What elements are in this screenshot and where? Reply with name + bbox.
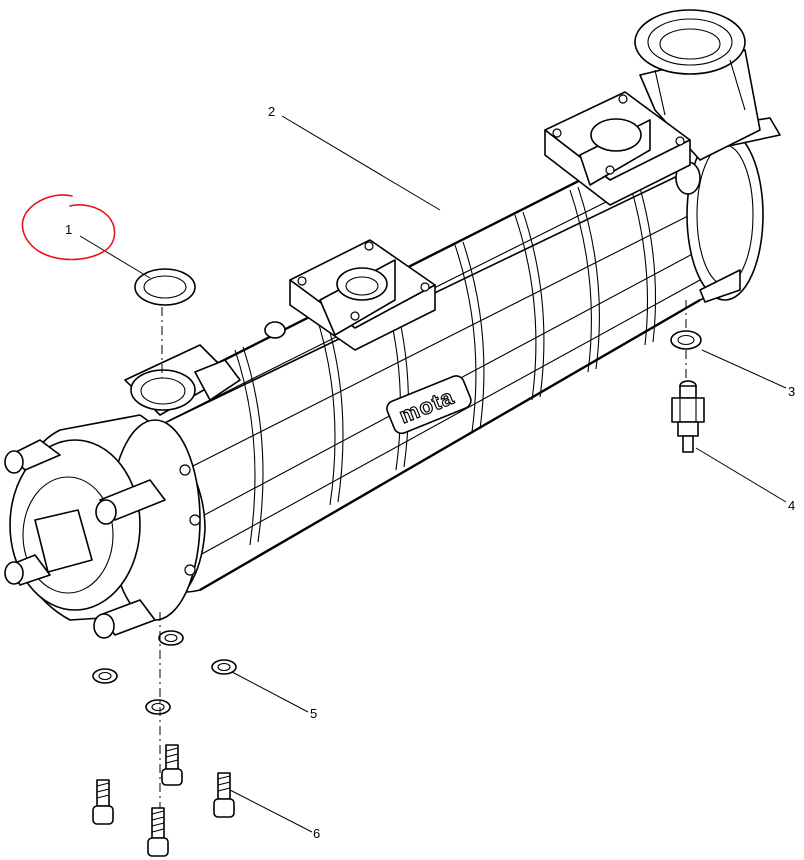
end-lugs [4,439,166,639]
leader-lines [79,115,787,833]
callout-1: 1 [65,222,72,237]
right-end-header [634,9,781,303]
screws-part-6 [92,744,235,857]
screw [92,779,114,825]
callout-4: 4 [788,498,795,513]
screw [147,807,169,857]
center-top-flange [289,239,436,351]
callout-6: 6 [313,826,320,841]
callout-5: 5 [310,706,317,721]
left-end-cover [4,414,206,639]
left-top-port [124,321,286,416]
callout-labels: 1 2 3 4 5 6 [65,104,795,841]
callout-2: 2 [268,104,275,119]
screw [161,744,183,786]
red-markup-circle [21,194,116,261]
washer-part-3 [670,300,702,380]
right-top-flange [544,91,691,206]
callout-3: 3 [788,384,795,399]
screw [213,772,235,818]
washers-part-5 [92,612,237,840]
plug-fitting-part-4 [671,380,705,453]
